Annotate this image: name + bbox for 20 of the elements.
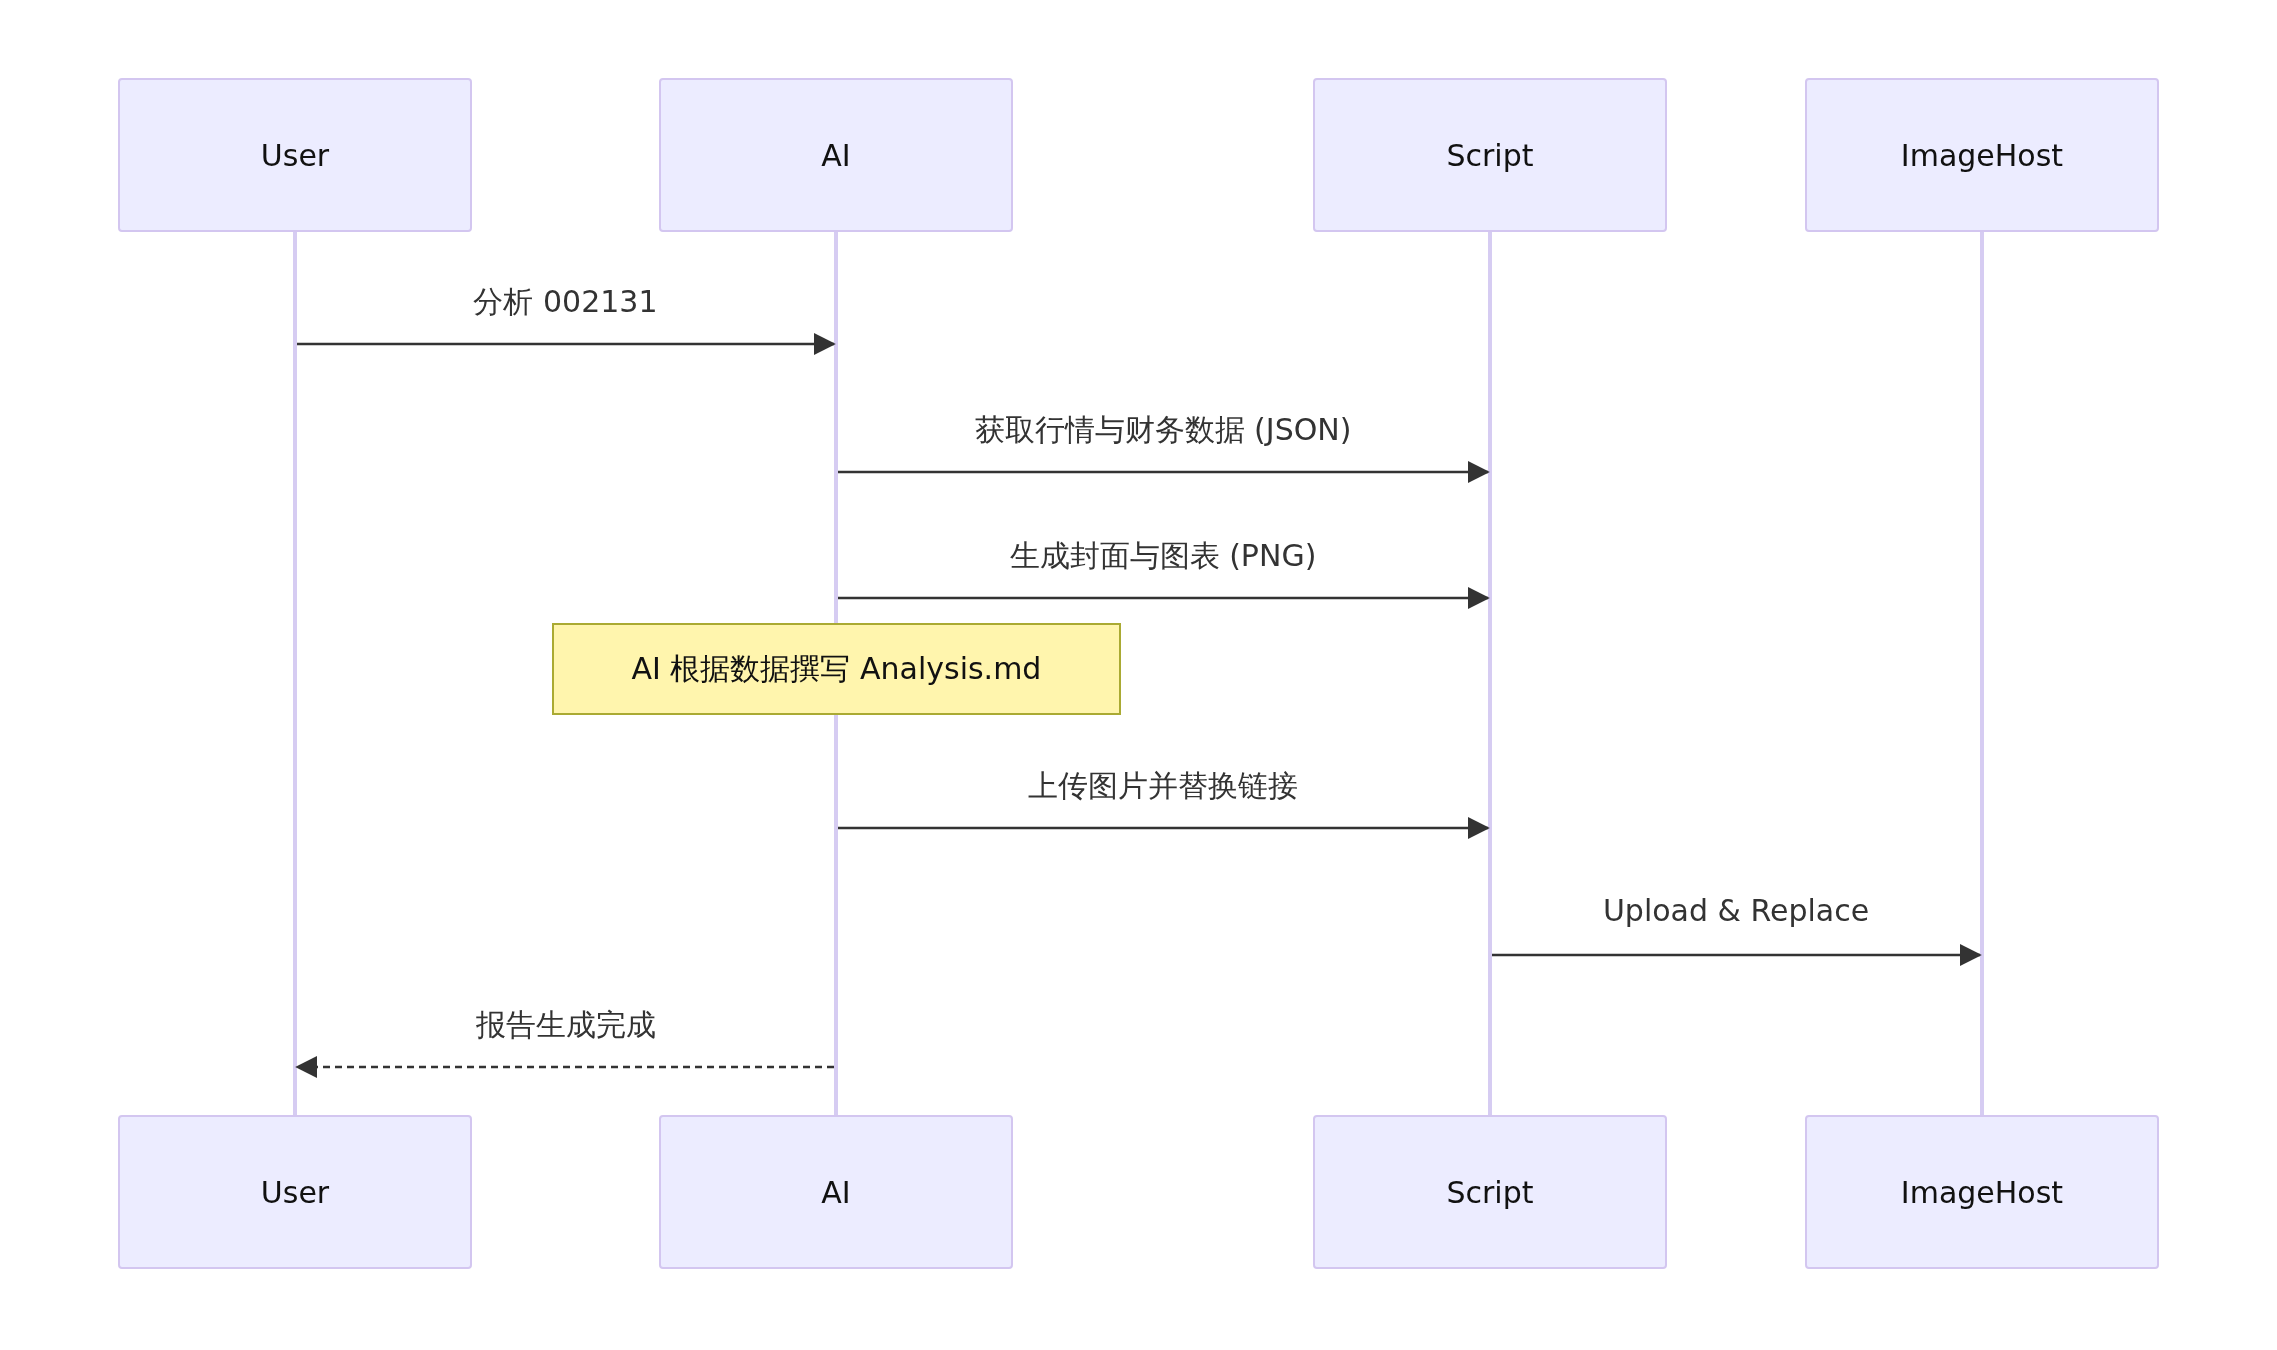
lifeline [293,232,297,1115]
participant-box: ImageHost [1805,1115,2159,1269]
dashed-arrow [295,1056,834,1078]
participant-box: Script [1313,78,1667,232]
participant-box: User [118,1115,472,1269]
participant-box: Script [1313,1115,1667,1269]
arrow [838,461,1490,483]
lifeline [834,232,838,623]
lifeline [834,715,838,1115]
arrow [1492,944,1982,966]
note-box: AI 根据数据撰写 Analysis.md [552,623,1121,715]
arrow [838,817,1490,839]
lifeline [1488,232,1492,1115]
lifeline [1980,232,1984,1115]
participant-box: AI [659,1115,1013,1269]
arrow [838,587,1490,609]
participant-box: AI [659,78,1013,232]
participant-box: User [118,78,472,232]
participant-box: ImageHost [1805,78,2159,232]
arrow [297,333,836,355]
